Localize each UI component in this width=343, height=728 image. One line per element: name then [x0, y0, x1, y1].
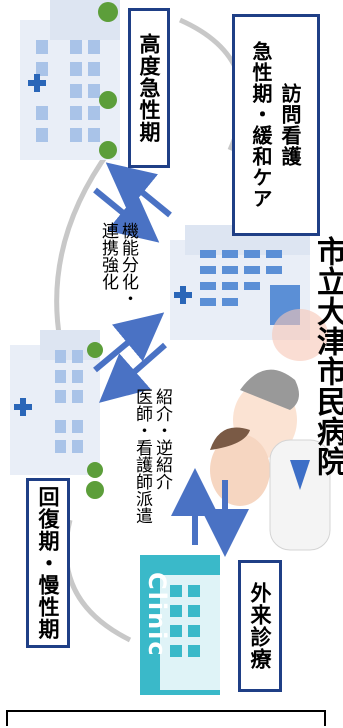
acute-link-label-line2: 連携強化	[98, 222, 118, 290]
curve-recovery-clinic	[63, 519, 132, 643]
recovery-hospital-label-box: 回復期・慢性期	[26, 478, 70, 648]
arrow-main-to-recovery	[98, 342, 167, 403]
clinic-label-box: 外来診療	[238, 560, 282, 692]
bottom-border-bar	[6, 710, 326, 726]
recovery-link-label-line1: 紹介・逆紹介	[152, 388, 172, 490]
arrow-acute-to-main	[93, 187, 160, 243]
clinic-sign: Clinic	[143, 572, 171, 658]
acute-palliative-label-line1: 急性期・緩和ケア	[249, 41, 273, 209]
acute-hospital-label: 高度急性期	[137, 33, 161, 143]
acute-palliative-label-line2: 訪問看護	[278, 83, 302, 167]
arrow-main-to-acute	[105, 162, 172, 218]
recovery-hospital-building-icon	[10, 330, 104, 499]
main-hospital-label: 市立大津市民病院	[311, 236, 343, 476]
arrows	[93, 162, 249, 557]
main-hospital-building-icon	[170, 225, 310, 340]
acute-hospital-label-box: 高度急性期	[128, 8, 170, 168]
acute-hospital-building-icon	[20, 0, 120, 160]
recovery-hospital-label: 回復期・慢性期	[36, 486, 60, 640]
acute-palliative-label-box: 急性期・緩和ケア 訪問看護	[232, 14, 320, 236]
recovery-link-label-line2: 医師・看護師派遣	[132, 388, 152, 524]
clinic-building-icon	[140, 555, 220, 695]
acute-link-label-line1: 機能分化・	[118, 222, 138, 307]
clinic-label: 外来診療	[248, 582, 272, 670]
